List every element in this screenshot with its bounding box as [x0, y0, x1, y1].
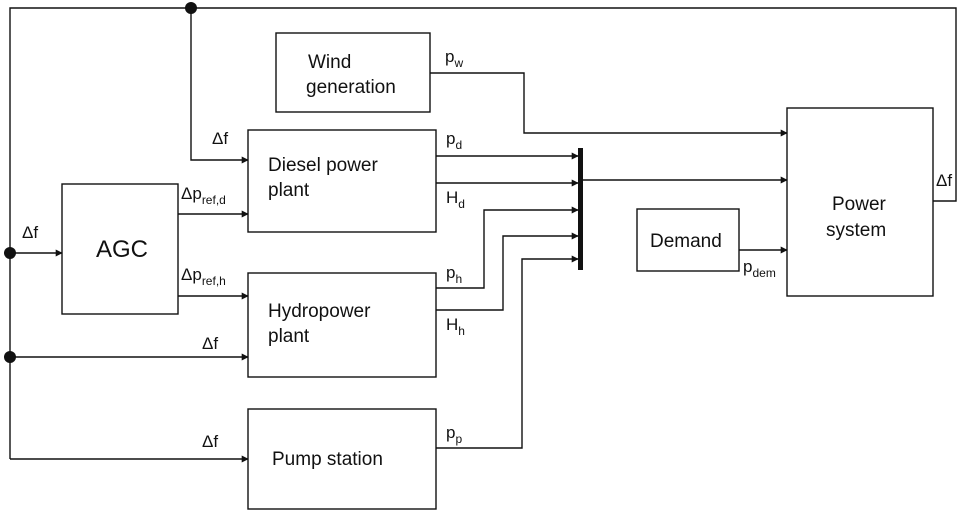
label-pp: pp: [446, 423, 462, 446]
agc-label: AGC: [96, 236, 148, 263]
label-df-agc: Δf: [22, 223, 38, 242]
label-df-feedback: Δf: [936, 171, 952, 190]
power-system-label-line1: Power: [832, 194, 887, 215]
label-hd: Hd: [446, 188, 465, 211]
label-hh: Hh: [446, 315, 465, 338]
pw-wire: [430, 72, 788, 137]
wind-label-line2: generation: [306, 77, 396, 98]
label-pref-h: Δpref,h: [181, 265, 226, 288]
df-to-diesel-wire: [190, 8, 249, 164]
label-df-hydro: Δf: [202, 334, 218, 353]
junction-dot-top: [185, 2, 197, 14]
label-pdem: pdem: [743, 257, 776, 280]
hydropower-plant-block: Hydropower plant: [247, 272, 437, 378]
pp-wire: [436, 255, 579, 449]
diesel-power-plant-block: Diesel power plant: [247, 129, 437, 233]
pump-station-block: Pump station: [247, 408, 437, 510]
power-system-label-line2: system: [826, 220, 886, 241]
diesel-label-line2: plant: [268, 180, 310, 201]
label-pw: pw: [445, 47, 463, 70]
label-df-diesel: Δf: [212, 129, 228, 148]
hh-wire: [436, 232, 579, 311]
hydro-label-line2: plant: [268, 326, 310, 347]
wind-generation-block: Wind generation: [275, 32, 431, 113]
label-df-pump: Δf: [202, 432, 218, 451]
junction-dot-hydro: [4, 351, 16, 363]
agc-block: AGC: [61, 183, 179, 315]
demand-label: Demand: [650, 231, 722, 252]
demand-block: Demand: [636, 208, 740, 272]
pump-label: Pump station: [272, 449, 383, 470]
label-pd: pd: [446, 129, 462, 152]
summation-bus-bar: [578, 148, 583, 270]
junction-dot-agc: [4, 247, 16, 259]
hydro-label-line1: Hydropower: [268, 301, 371, 322]
diesel-label-line1: Diesel power: [268, 155, 378, 176]
power-system-block: Power system: [786, 107, 934, 297]
label-pref-d: Δpref,d: [181, 184, 226, 207]
label-ph: ph: [446, 263, 462, 286]
feedback-loop-wire: [9, 7, 957, 459]
ph-wire: [436, 206, 579, 289]
wind-label-line1: Wind: [308, 52, 351, 73]
